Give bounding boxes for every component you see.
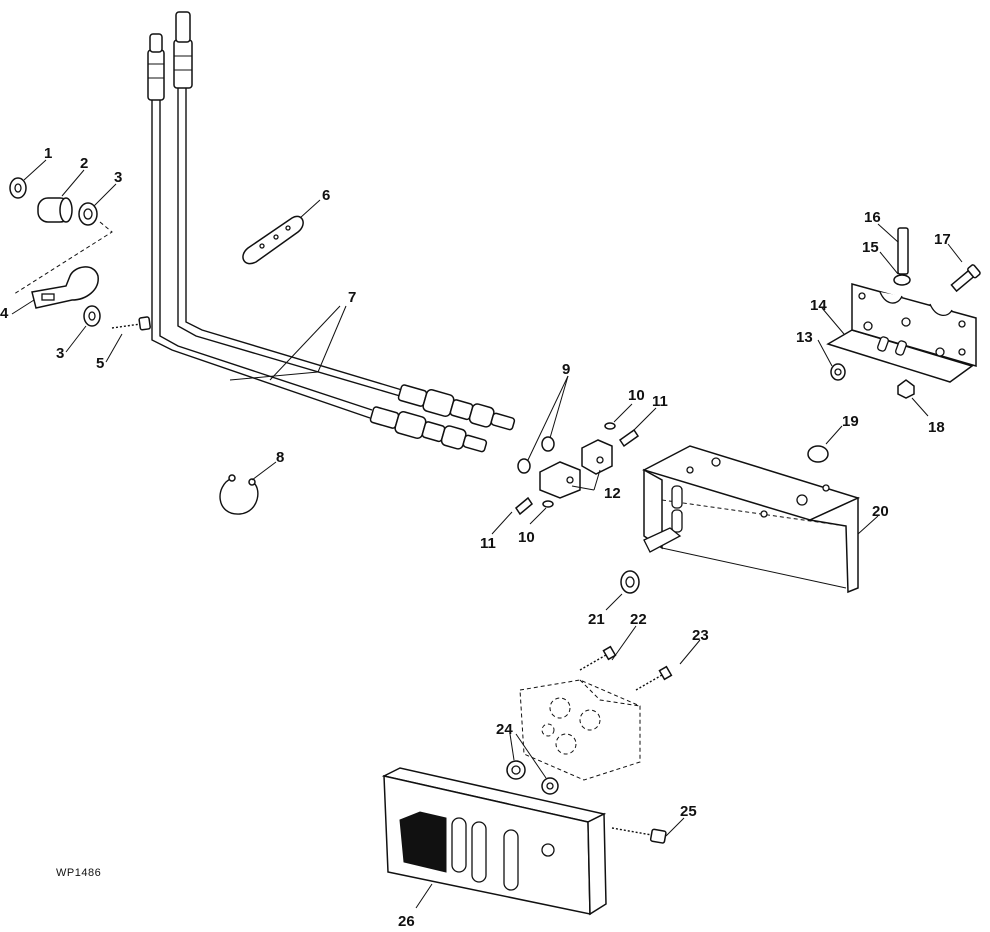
callout-21: 21 — [588, 611, 605, 628]
callout-11b: 11 — [480, 535, 496, 552]
callout-10a: 10 — [628, 387, 645, 404]
callout-8: 8 — [276, 449, 284, 466]
callout-14: 14 — [810, 297, 827, 314]
callout-23: 23 — [692, 627, 709, 644]
callout-6: 6 — [322, 187, 330, 204]
callout-20: 20 — [872, 503, 889, 520]
upper-right-bracket — [826, 227, 981, 399]
clamp-block-parts — [515, 422, 640, 516]
base-plate-part-26 — [381, 767, 667, 916]
callout-1: 1 — [44, 145, 52, 162]
callout-13: 13 — [796, 329, 813, 346]
callout-22: 22 — [630, 611, 647, 628]
callout-16: 16 — [864, 209, 881, 226]
callout-5: 5 — [96, 355, 104, 372]
valve-body-dashed — [506, 645, 673, 795]
hose-assembly — [147, 11, 516, 453]
snap-ring-part-8 — [219, 474, 259, 515]
figure-code: WP1486 — [56, 867, 101, 879]
callout-10b: 10 — [518, 529, 535, 546]
callout-labels: 1 2 3 4 3 5 6 7 8 9 10 11 12 11 10 13 14… — [0, 145, 951, 930]
callout-7: 7 — [348, 289, 356, 306]
callout-3b: 3 — [56, 345, 64, 362]
callout-25: 25 — [680, 803, 697, 820]
callout-18: 18 — [928, 419, 945, 436]
callout-2: 2 — [80, 155, 88, 172]
callout-17: 17 — [934, 231, 951, 248]
callout-26: 26 — [398, 913, 415, 930]
callout-24: 24 — [496, 721, 513, 738]
plate-part-6 — [242, 215, 304, 265]
leader-lines — [11, 159, 963, 909]
callout-19: 19 — [842, 413, 859, 430]
bushing-and-clamp-parts — [9, 177, 151, 331]
callout-9: 9 — [562, 361, 570, 378]
callout-4: 4 — [0, 305, 9, 322]
callout-12: 12 — [604, 485, 621, 502]
support-bracket-part-20 — [620, 445, 861, 594]
callout-11a: 11 — [652, 393, 668, 410]
callout-3a: 3 — [114, 169, 122, 186]
callout-15: 15 — [862, 239, 879, 256]
